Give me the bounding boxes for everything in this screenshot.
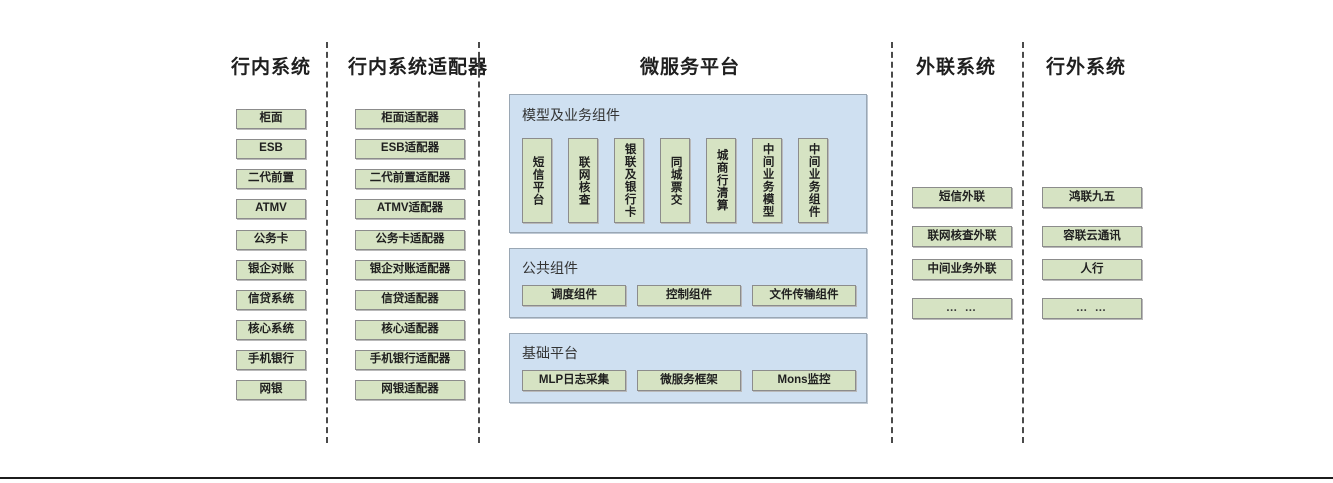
- column-header-external-liaison-systems: 外联系统: [915, 57, 996, 78]
- node-intra-adapter-7[interactable]: 信贷适配器: [355, 290, 465, 310]
- node-intra-system-10[interactable]: 网银: [236, 380, 306, 400]
- divider-1: [326, 42, 328, 443]
- node-outside-bank-3[interactable]: 人行: [1042, 259, 1142, 280]
- node-intra-adapter-5[interactable]: 公务卡适配器: [355, 230, 465, 250]
- node-external-liaison-4[interactable]: … …: [912, 298, 1012, 319]
- panel-title-model-business-components: 模型及业务组件: [522, 107, 620, 123]
- node-model-component-2[interactable]: 联网核查: [568, 138, 598, 223]
- panel-base-platform: [509, 333, 867, 403]
- node-intra-adapter-6[interactable]: 银企对账适配器: [355, 260, 465, 280]
- panel-title-base-platform: 基础平台: [522, 345, 578, 361]
- node-intra-adapter-1[interactable]: 柜面适配器: [355, 109, 465, 129]
- node-intra-system-8[interactable]: 核心系统: [236, 320, 306, 340]
- divider-3: [891, 42, 893, 443]
- node-public-component-2[interactable]: 控制组件: [637, 285, 741, 306]
- node-intra-adapter-9[interactable]: 手机银行适配器: [355, 350, 465, 370]
- node-intra-adapter-2[interactable]: ESB适配器: [355, 139, 465, 159]
- node-intra-system-7[interactable]: 信贷系统: [236, 290, 306, 310]
- panel-title-public-components: 公共组件: [522, 260, 578, 276]
- node-base-platform-1[interactable]: MLP日志采集: [522, 370, 626, 391]
- node-external-liaison-3[interactable]: 中间业务外联: [912, 259, 1012, 280]
- node-base-platform-3[interactable]: Mons监控: [752, 370, 856, 391]
- node-intra-adapter-3[interactable]: 二代前置适配器: [355, 169, 465, 189]
- bottom-divider: [0, 477, 1333, 479]
- divider-2: [478, 42, 480, 443]
- node-intra-system-3[interactable]: 二代前置: [236, 169, 306, 189]
- node-outside-bank-4[interactable]: … …: [1042, 298, 1142, 319]
- node-intra-system-9[interactable]: 手机银行: [236, 350, 306, 370]
- node-intra-system-2[interactable]: ESB: [236, 139, 306, 159]
- node-intra-system-6[interactable]: 银企对账: [236, 260, 306, 280]
- node-model-component-3[interactable]: 银联及银行卡: [614, 138, 644, 223]
- panel-public-components: [509, 248, 867, 318]
- node-model-component-4[interactable]: 同城票交: [660, 138, 690, 223]
- node-intra-system-5[interactable]: 公务卡: [236, 230, 306, 250]
- node-intra-system-1[interactable]: 柜面: [236, 109, 306, 129]
- node-model-component-6[interactable]: 中间业务模型: [752, 138, 782, 223]
- node-intra-adapter-4[interactable]: ATMV适配器: [355, 199, 465, 219]
- node-public-component-3[interactable]: 文件传输组件: [752, 285, 856, 306]
- node-model-component-1[interactable]: 短信平台: [522, 138, 552, 223]
- column-header-intra-bank-systems: 行内系统: [230, 57, 311, 78]
- column-header-outside-bank-systems: 行外系统: [1045, 57, 1126, 78]
- column-header-intra-bank-adapters: 行内系统适配器: [347, 57, 488, 78]
- node-intra-system-4[interactable]: ATMV: [236, 199, 306, 219]
- node-outside-bank-2[interactable]: 容联云通讯: [1042, 226, 1142, 247]
- node-external-liaison-1[interactable]: 短信外联: [912, 187, 1012, 208]
- column-header-microservice-platform: 微服务平台: [639, 57, 740, 78]
- divider-4: [1022, 42, 1024, 443]
- node-public-component-1[interactable]: 调度组件: [522, 285, 626, 306]
- node-base-platform-2[interactable]: 微服务框架: [637, 370, 741, 391]
- node-intra-adapter-8[interactable]: 核心适配器: [355, 320, 465, 340]
- node-intra-adapter-10[interactable]: 网银适配器: [355, 380, 465, 400]
- node-model-component-5[interactable]: 城商行清算: [706, 138, 736, 223]
- node-outside-bank-1[interactable]: 鸿联九五: [1042, 187, 1142, 208]
- node-model-component-7[interactable]: 中间业务组件: [798, 138, 828, 223]
- node-external-liaison-2[interactable]: 联网核查外联: [912, 226, 1012, 247]
